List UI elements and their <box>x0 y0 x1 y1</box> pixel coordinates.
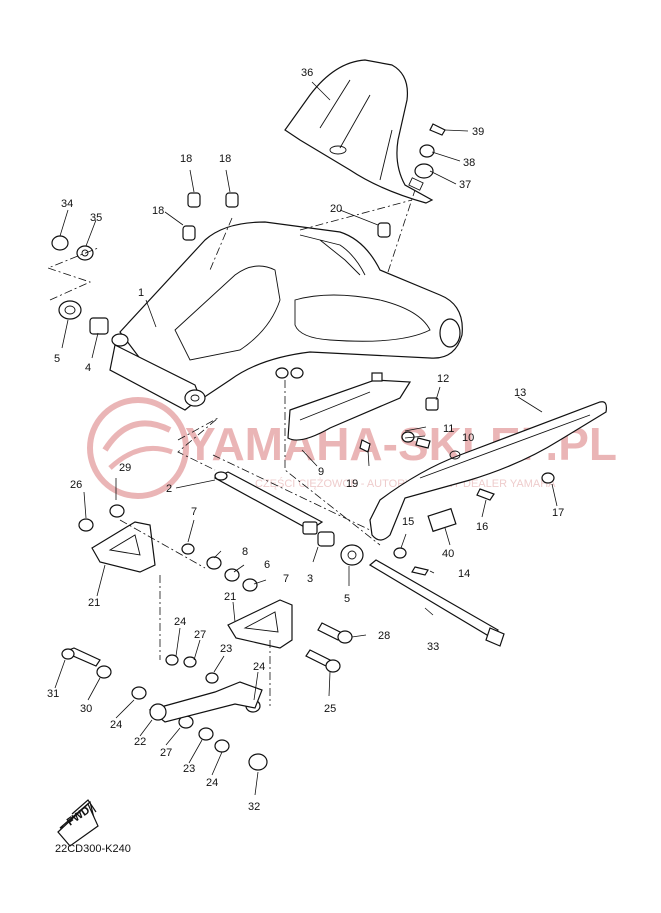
label-sticker <box>427 507 457 533</box>
callout-14: 14 <box>458 568 470 580</box>
callout-2: 2 <box>166 483 172 495</box>
callout-36: 36 <box>301 67 313 79</box>
callout-26: 26 <box>70 479 82 491</box>
callout-18-a: 18 <box>180 153 192 165</box>
callout-30: 30 <box>80 703 92 715</box>
callout-6: 6 <box>264 559 270 571</box>
callout-34: 34 <box>61 198 73 210</box>
callout-15: 15 <box>402 516 414 528</box>
callout-7-b: 7 <box>283 573 289 585</box>
callout-8: 8 <box>242 546 248 558</box>
callout-27-b: 27 <box>160 747 172 759</box>
callout-28: 28 <box>378 630 390 642</box>
callout-31: 31 <box>47 688 59 700</box>
callout-5-b: 5 <box>344 593 350 605</box>
callout-11: 11 <box>443 423 454 435</box>
chain-guard <box>369 401 607 541</box>
callouts: 36 39 38 37 18 18 18 20 34 35 1 5 4 12 1… <box>47 67 564 813</box>
callout-24-b: 24 <box>253 661 265 673</box>
callout-4: 4 <box>85 362 91 374</box>
callout-21-a: 21 <box>88 597 100 609</box>
bolts <box>61 123 495 673</box>
callout-3: 3 <box>307 573 313 585</box>
callout-9: 9 <box>318 466 324 478</box>
callout-18-c: 18 <box>152 205 164 217</box>
assembly-lines <box>46 189 416 706</box>
callout-13: 13 <box>514 387 526 399</box>
callout-10: 10 <box>462 432 474 444</box>
callout-16: 16 <box>476 521 488 533</box>
diagram-code: 22CD300-K240 <box>55 843 131 855</box>
callout-5-a: 5 <box>54 353 60 365</box>
callout-22: 22 <box>134 736 146 748</box>
rear-fender <box>284 59 434 204</box>
callout-7-a: 7 <box>191 506 197 518</box>
callout-25: 25 <box>324 703 336 715</box>
watermark-logo <box>87 397 189 499</box>
pivot-shaft <box>213 471 324 531</box>
callout-1: 1 <box>138 287 144 299</box>
leader-lines <box>54 81 558 796</box>
chain-slider <box>275 367 412 441</box>
swingarm <box>109 221 463 411</box>
callout-19: 19 <box>346 478 358 490</box>
clips <box>182 192 439 411</box>
callout-24-d: 24 <box>206 777 218 789</box>
callout-39: 39 <box>472 126 484 138</box>
callout-35: 35 <box>90 212 102 224</box>
relay-arms <box>91 521 293 723</box>
callout-18-b: 18 <box>219 153 231 165</box>
fwd-arrow: FWD <box>57 799 99 847</box>
callout-37: 37 <box>459 179 471 191</box>
callout-24-a: 24 <box>174 616 186 628</box>
callout-29: 29 <box>119 462 131 474</box>
callout-21-b: 21 <box>224 591 236 603</box>
callout-27-a: 27 <box>194 629 206 641</box>
callout-38: 38 <box>463 157 475 169</box>
callout-33: 33 <box>427 641 439 653</box>
callout-23-a: 23 <box>220 643 232 655</box>
callout-24-c: 24 <box>110 719 122 731</box>
bushings <box>51 144 555 771</box>
rear-axle <box>368 559 505 647</box>
callout-32: 32 <box>248 801 260 813</box>
callout-17: 17 <box>552 507 564 519</box>
callout-20: 20 <box>330 203 342 215</box>
callout-40: 40 <box>442 548 454 560</box>
callout-23-b: 23 <box>183 763 195 775</box>
callout-12: 12 <box>437 373 449 385</box>
